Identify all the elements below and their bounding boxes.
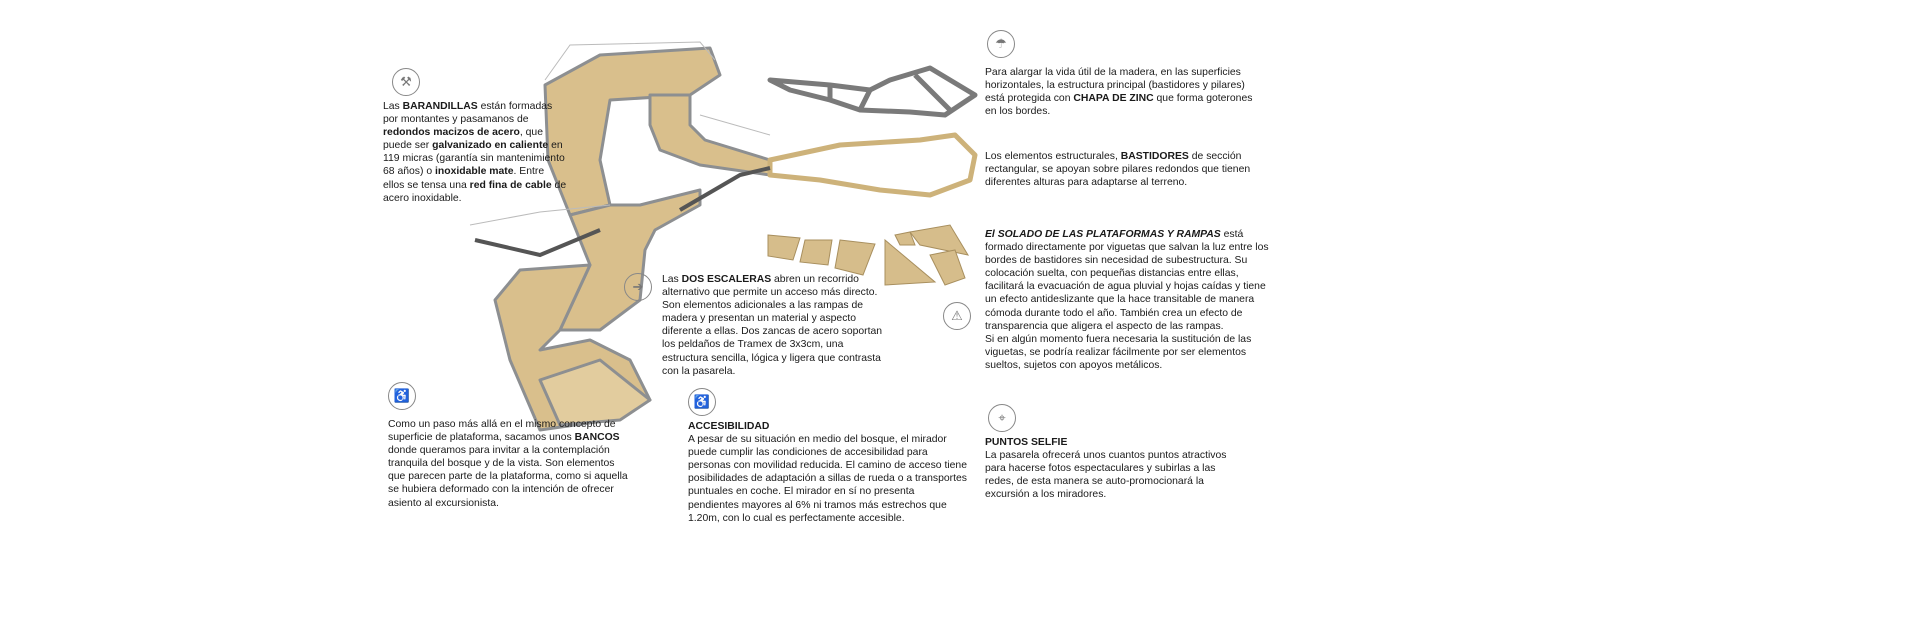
text-bold: inoxidable mate (435, 166, 514, 178)
emergency-exit-icon: ➔ (624, 273, 652, 301)
zinc-frame-outline (767, 65, 978, 118)
floor-slats (767, 224, 970, 286)
text: está formado directamente por viguetas q… (985, 229, 1269, 332)
slat-panel-6 (909, 224, 970, 256)
text: Para alargar la vida útil de la madera, … (985, 67, 1245, 105)
stairs (474, 166, 771, 258)
text-bold: CHAPA DE ZINC (1073, 93, 1154, 105)
text-bold: BARANDILLAS (402, 101, 478, 112)
walkway-upper-loop (543, 46, 722, 217)
text: Las (662, 274, 682, 285)
railing-worker-icon: ⚒ (392, 68, 420, 96)
text: La pasarela ofrecerá unos cuantos puntos… (985, 450, 1227, 501)
accesibilidad-title: ACCESIBILIDAD (688, 421, 770, 432)
text-bold: BANCOS (574, 432, 620, 444)
text: en 119 micras (garantía sin mantenimient… (383, 140, 565, 178)
selfie-title: PUNTOS SELFIE (985, 437, 1068, 448)
text-bold: galvanizado en caliente (432, 140, 549, 152)
accesibilidad-text: ACCESIBILIDAD A pesar de su situación en … (688, 420, 968, 525)
text-bold: red fina de cable (469, 179, 552, 191)
text: abren un recorrido alternativo que permi… (662, 274, 883, 377)
slat-panel-1 (767, 234, 801, 261)
solado-text: El SOLADO DE LAS PLATAFORMAS Y RAMPAS es… (985, 228, 1275, 372)
text: A pesar de su situación en medio del bos… (688, 434, 967, 524)
stair-upper (678, 166, 771, 212)
walkway-axonometric (493, 46, 978, 432)
text-bold: redondos macizos de acero (383, 127, 520, 139)
slat-panel-2 (799, 239, 833, 266)
text: donde queramos para invitar a la contemp… (388, 445, 628, 509)
zinc-text: Para alargar la vida útil de la madera, … (985, 66, 1265, 118)
escaleras-text: Las DOS ESCALERAS abren un recorrido alt… (662, 273, 892, 378)
slat-panel-7 (929, 249, 966, 286)
text: . Entre ellos se tensa una (383, 166, 545, 191)
walkway-right-arm (648, 93, 772, 177)
no-slip-icon: ⚠ (943, 302, 971, 330)
text-bold: DOS ESCALERAS (681, 274, 772, 285)
slat-panel-3 (834, 239, 876, 276)
railings (469, 41, 771, 226)
barandillas-text: Las BARANDILLAS están formadas por monta… (383, 100, 568, 205)
bancos-text: Como un paso más allá en el mismo concep… (388, 418, 628, 510)
text: Las (383, 101, 403, 112)
selfie-text: PUNTOS SELFIE La pasarela ofrecerá unos c… (985, 436, 1245, 501)
text: de acero inoxidable. (383, 179, 567, 204)
wheelchair-icon: ♿ (688, 388, 716, 416)
text: Si en algún momento fuera necesaria la s… (985, 333, 1252, 371)
bench-platform (538, 358, 652, 427)
text: Los elementos estructurales, (985, 151, 1121, 162)
text: que forma goterones en los bordes. (985, 93, 1253, 118)
text: Como un paso más allá en el mismo concep… (388, 419, 616, 444)
text-bold-italic: El SOLADO DE LAS PLATAFORMAS Y RAMPAS (985, 229, 1221, 240)
text: están formadas por montantes y pasamanos… (383, 101, 553, 126)
slat-panel-5 (894, 231, 916, 246)
slat-panel-4 (884, 238, 937, 286)
walkway-frames (767, 132, 978, 198)
location-pin-icon: ⌖ (988, 404, 1016, 432)
umbrella-rain-icon: ☂ (987, 30, 1015, 58)
bastidores-text: Los elementos estructurales, BASTIDORES … (985, 150, 1265, 189)
stair-lower (474, 228, 601, 258)
text: , que puede ser (383, 127, 543, 152)
text-bold: BASTIDORES (1120, 151, 1189, 162)
seated-person-icon: ♿ (388, 382, 416, 410)
text: de sección rectangular, se apoyan sobre … (985, 151, 1251, 189)
